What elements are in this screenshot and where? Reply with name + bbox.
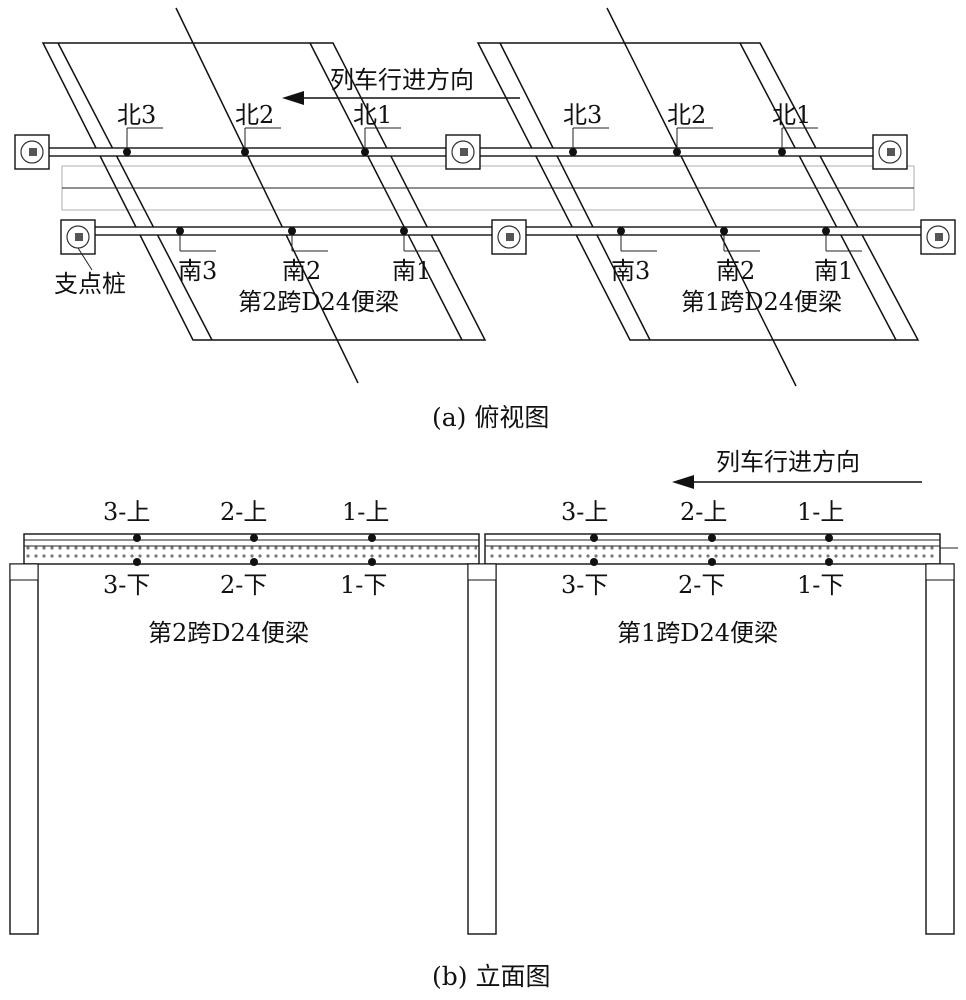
caption-top-view: (a) 俯视图 — [432, 403, 549, 432]
measure-point — [368, 558, 376, 566]
label-2-upper-span2: 2-上 — [220, 498, 267, 526]
measure-point — [133, 558, 141, 566]
label-north2-span1: 北2 — [667, 101, 706, 129]
label-north3-span2: 北3 — [117, 101, 156, 129]
direction-label-elevation: 列车行进方向 — [716, 448, 860, 476]
measure-point — [825, 558, 833, 566]
label-1-lower-span2: 1-下 — [340, 571, 387, 599]
label-2-upper-span1: 2-上 — [680, 498, 727, 526]
caption-elevation-view: (b) 立面图 — [432, 962, 550, 991]
label-3-lower-span2: 3-下 — [103, 571, 150, 599]
label-south2-span2: 南2 — [282, 257, 321, 285]
pier — [467, 563, 497, 935]
pier — [9, 563, 39, 935]
support-pile — [14, 134, 50, 170]
span2-name-elevation: 第2跨D24便梁 — [148, 619, 309, 647]
pier — [925, 563, 955, 581]
measure-point — [250, 558, 258, 566]
elevation-points-span1: 3-上 2-上 1-上 3-下 2-下 1-下 — [561, 498, 844, 599]
span1-name-top: 第1跨D24便梁 — [681, 288, 842, 316]
pier — [9, 563, 39, 581]
measure-point — [825, 534, 833, 542]
south-points-span1: 南3 南2 南1 — [611, 227, 862, 285]
support-label-leader — [77, 247, 93, 271]
label-1-upper-span1: 1-上 — [797, 498, 844, 526]
measure-point — [720, 227, 728, 235]
label-north3-span1: 北3 — [563, 101, 602, 129]
elevation-view: 列车行进方向 — [9, 448, 958, 991]
label-2-lower-span2: 2-下 — [220, 571, 267, 599]
span1-plan — [476, 7, 920, 387]
span2-name-top: 第2跨D24便梁 — [238, 288, 399, 316]
north-points-span1: 北3 北2 北1 — [563, 101, 818, 156]
label-2-lower-span1: 2-下 — [678, 571, 725, 599]
north-points-span2: 北3 北2 北1 — [117, 101, 401, 156]
elevation-points-span2: 3-上 2-上 1-上 3-下 2-下 1-下 — [103, 498, 389, 599]
south-points-span2: 南3 南2 南1 — [176, 227, 440, 285]
span2-inner-right — [309, 42, 463, 341]
span2-skew-axis — [175, 7, 359, 384]
span1-inner-left — [499, 42, 651, 341]
label-south2-span1: 南2 — [716, 257, 755, 285]
label-3-upper-span1: 3-上 — [561, 498, 608, 526]
label-1-lower-span1: 1-下 — [797, 571, 844, 599]
measure-point — [400, 227, 408, 235]
measure-point — [673, 148, 681, 156]
direction-arrow-top: 列车行进方向 — [282, 66, 520, 105]
support-pile — [872, 134, 908, 170]
measure-point — [708, 534, 716, 542]
span1-deck-outline — [476, 42, 920, 341]
label-south3-span2: 南3 — [178, 257, 217, 285]
measure-point — [250, 534, 258, 542]
label-north1-span2: 北1 — [353, 101, 392, 129]
direction-label-top: 列车行进方向 — [330, 66, 474, 94]
support-pile — [491, 219, 527, 255]
span2-inner-left — [57, 42, 213, 341]
measure-point — [241, 148, 249, 156]
support-pile — [920, 219, 956, 255]
measure-point — [590, 534, 598, 542]
span2-deck-outline — [41, 42, 487, 341]
measure-point — [822, 227, 830, 235]
measure-point — [617, 227, 625, 235]
measure-point — [708, 558, 716, 566]
measure-point — [590, 558, 598, 566]
support-pile — [60, 219, 96, 255]
pier — [925, 563, 955, 935]
measure-point — [569, 148, 577, 156]
label-north2-span2: 北2 — [235, 101, 274, 129]
measure-point — [133, 534, 141, 542]
span2-plan — [41, 7, 487, 384]
measure-point — [176, 227, 184, 235]
label-south3-span1: 南3 — [611, 257, 650, 285]
measure-point — [288, 227, 296, 235]
pier — [467, 563, 497, 581]
span1-skew-axis — [606, 7, 797, 387]
label-south1-span2: 南1 — [392, 257, 431, 285]
measure-point — [778, 148, 786, 156]
label-3-upper-span2: 3-上 — [103, 498, 150, 526]
label-south1-span1: 南1 — [814, 257, 853, 285]
label-1-upper-span2: 1-上 — [342, 498, 389, 526]
span1-inner-right — [739, 42, 897, 341]
measure-point — [368, 534, 376, 542]
support-pile-label: 支点桩 — [54, 270, 126, 298]
top-view: 列车行进方向 北3 北2 北1 北3 北2 北1 — [14, 7, 956, 432]
span1-name-elevation: 第1跨D24便梁 — [617, 619, 778, 647]
support-pile — [445, 134, 481, 170]
measure-point — [123, 148, 131, 156]
label-north1-span1: 北1 — [772, 101, 811, 129]
measure-point — [361, 148, 369, 156]
label-3-lower-span1: 3-下 — [561, 571, 608, 599]
direction-arrow-elevation: 列车行进方向 — [672, 448, 922, 489]
